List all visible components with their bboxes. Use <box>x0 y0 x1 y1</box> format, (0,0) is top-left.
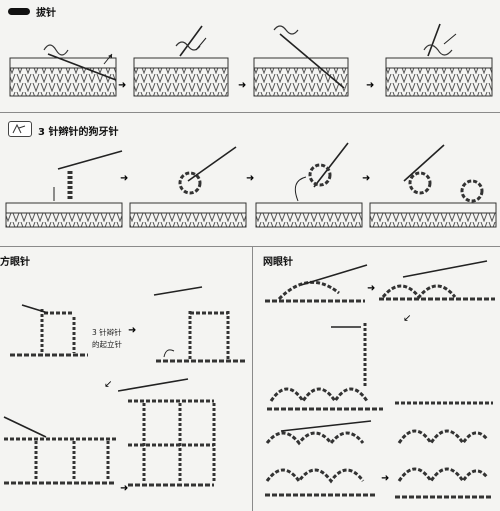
slip-stitch-step-1 <box>9 44 117 97</box>
arrow-down-icon: ↙ <box>403 313 412 324</box>
filet-mesh-step-3 <box>3 416 116 485</box>
note-line-1: 3 针辫针 <box>92 328 122 337</box>
slip-stitch-step-3 <box>253 25 349 97</box>
slip-stitch-step-2 <box>133 25 229 97</box>
net-mesh-step-3 <box>267 323 383 411</box>
section-divider <box>0 112 500 113</box>
section-net-mesh: 网眼针 ➜ ↙ <box>253 247 500 511</box>
net-mesh-step-4 <box>265 420 377 497</box>
section-divider <box>0 246 500 247</box>
arrow-right-icon: ➜ <box>366 80 375 91</box>
section-title: 拔针 <box>36 8 56 19</box>
note-line-2: 的起立针 <box>92 340 122 349</box>
arrow-down-icon: ↙ <box>104 379 113 390</box>
section-picot-stitch: 3 针辫针的狗牙针 ➜ ➜ <box>0 113 500 245</box>
arrow-right-icon: ➜ <box>118 80 127 91</box>
section-slip-stitch: 拔针 ➜ <box>0 0 500 112</box>
filet-mesh-step-2 <box>153 286 246 363</box>
arrow-right-icon: ➜ <box>128 325 137 336</box>
section-title: 方眼针 <box>0 257 30 268</box>
net-mesh-step-5 <box>395 401 493 499</box>
arrow-right-icon: ➜ <box>120 173 129 184</box>
folded-hand-icon <box>8 121 32 137</box>
arrow-right-icon: ➜ <box>120 483 129 494</box>
column-divider <box>252 247 253 511</box>
slip-stitch-step-4 <box>385 23 493 97</box>
net-mesh-step-2 <box>379 260 495 301</box>
arrow-right-icon: ➜ <box>246 173 255 184</box>
filet-mesh-step-4 <box>118 378 216 487</box>
section-title: 3 针辫针的狗牙针 <box>38 127 119 138</box>
section-title: 网眼针 <box>263 257 293 268</box>
arrow-right-icon: ➜ <box>362 173 371 184</box>
filet-mesh-step-1 <box>10 304 88 357</box>
picot-step-3 <box>255 142 363 228</box>
oval-bullet-icon <box>8 8 30 15</box>
section-filet-mesh: 方眼针 3 针辫针 的起立针 <box>0 247 252 511</box>
picot-step-1 <box>5 150 123 228</box>
arrow-right-icon: ➜ <box>238 80 247 91</box>
step-note: 3 针辫针 的起立针 <box>92 327 122 351</box>
net-mesh-step-1 <box>265 264 368 303</box>
picot-step-4 <box>369 144 497 228</box>
arrow-right-icon: ➜ <box>381 473 390 484</box>
arrow-right-icon: ➜ <box>367 283 376 294</box>
picot-step-2 <box>129 146 247 228</box>
